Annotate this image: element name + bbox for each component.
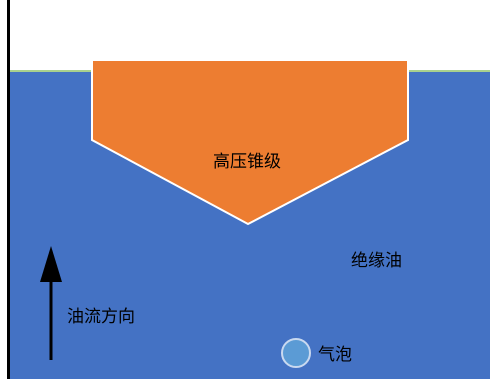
arrow-head-icon xyxy=(40,246,62,282)
bubble-label: 气泡 xyxy=(318,345,352,365)
oil-label: 绝缘油 xyxy=(351,251,402,271)
high-voltage-cone xyxy=(91,59,409,226)
cone-label: 高压锥级 xyxy=(213,152,281,172)
flow-direction-arrow xyxy=(40,246,62,360)
gas-bubble xyxy=(281,338,311,368)
flow-direction-label: 油流方向 xyxy=(67,307,135,327)
